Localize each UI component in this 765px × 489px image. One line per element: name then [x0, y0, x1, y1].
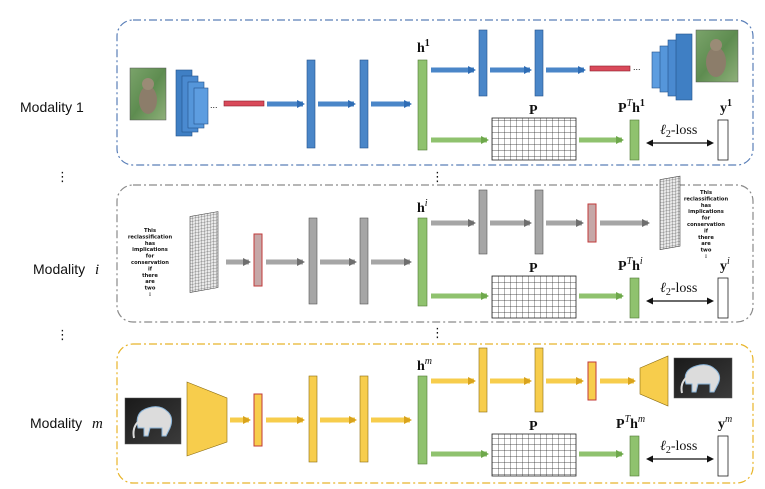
monkey-input-image: [129, 67, 167, 121]
projected-label: PThi: [618, 256, 643, 274]
elephant-input-image: [124, 397, 182, 445]
word-embedding-matrix: [189, 211, 219, 293]
monkey-output-image: [695, 29, 739, 83]
text-ellipsis: ⁞: [705, 254, 707, 260]
decoder-cnn: [639, 355, 669, 407]
decoder-layer: [478, 189, 488, 255]
decoder-bottleneck-bar: [587, 361, 597, 401]
modality-1-label: Modality 1: [20, 99, 84, 115]
projection-label: P: [529, 103, 538, 118]
target-label: ym: [718, 414, 732, 432]
text-word: are: [145, 279, 155, 285]
encoder-bottleneck-bar: [253, 233, 263, 287]
modality-m-label: Modality m: [30, 415, 103, 432]
modality-i-panel: Modality i Thisreclassificationhasimplic…: [33, 175, 754, 323]
text-word: two: [145, 286, 156, 292]
text-word: implications: [688, 209, 724, 215]
encoder-bottleneck-bar: [223, 100, 265, 107]
target-vector: [717, 119, 729, 161]
text-word: has: [701, 203, 711, 209]
modality-i-label: Modality i: [33, 261, 99, 278]
text-word: This: [144, 228, 156, 234]
text-word: for: [146, 254, 155, 260]
hidden-label: hi: [417, 198, 428, 216]
text-word: reclassification: [684, 196, 729, 202]
modality-m-panel: Modality m hm P: [30, 343, 754, 484]
projected-vector: [629, 277, 640, 319]
text-word: has: [145, 241, 155, 247]
encoder-layer: [308, 375, 318, 463]
loss-label: ℓ2-loss: [660, 439, 697, 456]
text-word: there: [142, 273, 158, 279]
modality-1-panel: Modality 1 ... h1 ...: [20, 19, 754, 166]
decoder-conv-stack: [651, 33, 693, 101]
ellipsis-dots: ⋮: [56, 170, 69, 185]
text-word: there: [698, 235, 714, 241]
text-input-snippet: Thisreclassificationhasimplicationsforco…: [128, 228, 173, 298]
svg-text:...: ...: [633, 62, 641, 72]
projected-vector: [629, 435, 640, 477]
text-word: if: [704, 228, 709, 234]
hidden-label: hm: [417, 356, 432, 374]
text-output-snippet: Thisreclassificationhasimplicationsforco…: [684, 190, 729, 260]
text-word: for: [702, 216, 711, 222]
hidden-label: h1: [417, 38, 430, 56]
decoder-layer: [534, 189, 544, 255]
text-word: reclassification: [128, 234, 173, 240]
elephant-output-image: [673, 357, 733, 399]
target-vector: [717, 277, 729, 319]
loss-label: ℓ2-loss: [660, 123, 697, 140]
decoder-bottleneck-bar: [589, 65, 631, 72]
ellipsis-dots: ⋮: [56, 328, 69, 343]
text-word: are: [701, 241, 711, 247]
text-word: conservation: [131, 260, 169, 266]
encoder-layer: [359, 375, 369, 463]
decoder-layer: [534, 347, 544, 413]
text-ellipsis: ⁞: [149, 292, 151, 298]
loss-label: ℓ2-loss: [660, 281, 697, 298]
svg-text:...: ...: [210, 100, 218, 110]
encoder-layer: [308, 217, 318, 305]
decoder-layer: [478, 347, 488, 413]
projection-label: P: [529, 419, 538, 434]
projected-label: PTh1: [618, 98, 645, 116]
ellipsis-dots: ⋮: [431, 326, 444, 341]
encoder-layer: [306, 59, 316, 149]
decoder-layer: [534, 29, 544, 97]
projection-matrix: [491, 433, 577, 477]
projected-label: PThm: [616, 414, 645, 432]
projected-vector: [629, 119, 640, 161]
projection-label: P: [529, 261, 538, 276]
encoder-bottleneck-bar: [253, 393, 263, 447]
encoder-layer: [359, 217, 369, 305]
ellipsis-dots: ⋮: [431, 170, 444, 185]
text-word: implications: [132, 247, 168, 253]
text-word: if: [148, 266, 153, 272]
hidden-representation: [417, 59, 428, 151]
decoder-bottleneck-bar: [587, 203, 597, 243]
text-word: conservation: [687, 222, 725, 228]
text-word: two: [701, 248, 712, 254]
target-label: y1: [720, 98, 732, 116]
projection-matrix: [491, 275, 577, 319]
encoder-conv-stack: ...: [175, 69, 218, 137]
target-label: yi: [720, 256, 730, 274]
encoder-cnn: [186, 381, 228, 457]
decoder-layer: [478, 29, 488, 97]
projection-matrix: [491, 117, 577, 161]
hidden-representation: [417, 217, 428, 307]
word-embedding-matrix-out: [659, 175, 681, 250]
target-vector: [717, 435, 729, 477]
encoder-layer: [359, 59, 369, 149]
text-word: This: [700, 190, 712, 196]
hidden-representation: [417, 375, 428, 465]
